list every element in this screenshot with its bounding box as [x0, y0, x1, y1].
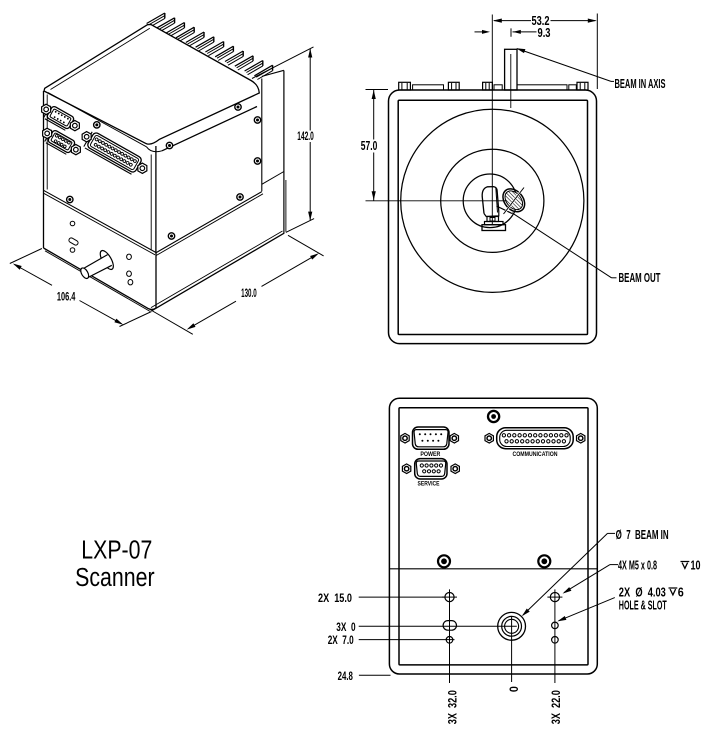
svg-text:9.3: 9.3 — [538, 26, 551, 40]
svg-text:2X Ø 4.03: 2X Ø 4.03 — [619, 585, 666, 599]
svg-text:3X 32.0: 3X 32.0 — [446, 690, 460, 724]
svg-text:COMMUNICATION: COMMUNICATION — [513, 451, 558, 458]
svg-text:Scanner: Scanner — [75, 564, 155, 592]
svg-text:POWER: POWER — [420, 451, 440, 458]
svg-text:142.0: 142.0 — [297, 131, 314, 143]
svg-text:2X 7.0: 2X 7.0 — [328, 633, 354, 647]
svg-text:130.0: 130.0 — [241, 288, 257, 300]
svg-text:4X M5 x 0.8: 4X M5 x 0.8 — [618, 559, 657, 573]
svg-text:BEAM OUT: BEAM OUT — [619, 271, 661, 285]
svg-text:0: 0 — [507, 686, 521, 692]
svg-text:6: 6 — [678, 585, 684, 599]
svg-text:HOLE & SLOT: HOLE & SLOT — [619, 599, 667, 613]
svg-text:Ø 7 BEAM IN: Ø 7 BEAM IN — [616, 528, 669, 542]
svg-text:106.4: 106.4 — [57, 291, 76, 303]
svg-text:53.2: 53.2 — [532, 14, 550, 28]
svg-text:BEAM IN AXIS: BEAM IN AXIS — [615, 77, 666, 91]
svg-text:LXP-07: LXP-07 — [81, 536, 152, 564]
svg-text:3X 22.0: 3X 22.0 — [549, 690, 563, 724]
svg-text:57.0: 57.0 — [361, 139, 378, 153]
svg-text:SERVICE: SERVICE — [418, 480, 441, 487]
svg-text:10: 10 — [691, 559, 701, 573]
svg-text:3X 0: 3X 0 — [336, 620, 356, 634]
svg-text:24.8: 24.8 — [338, 669, 354, 683]
svg-text:2X 15.0: 2X 15.0 — [318, 591, 352, 605]
